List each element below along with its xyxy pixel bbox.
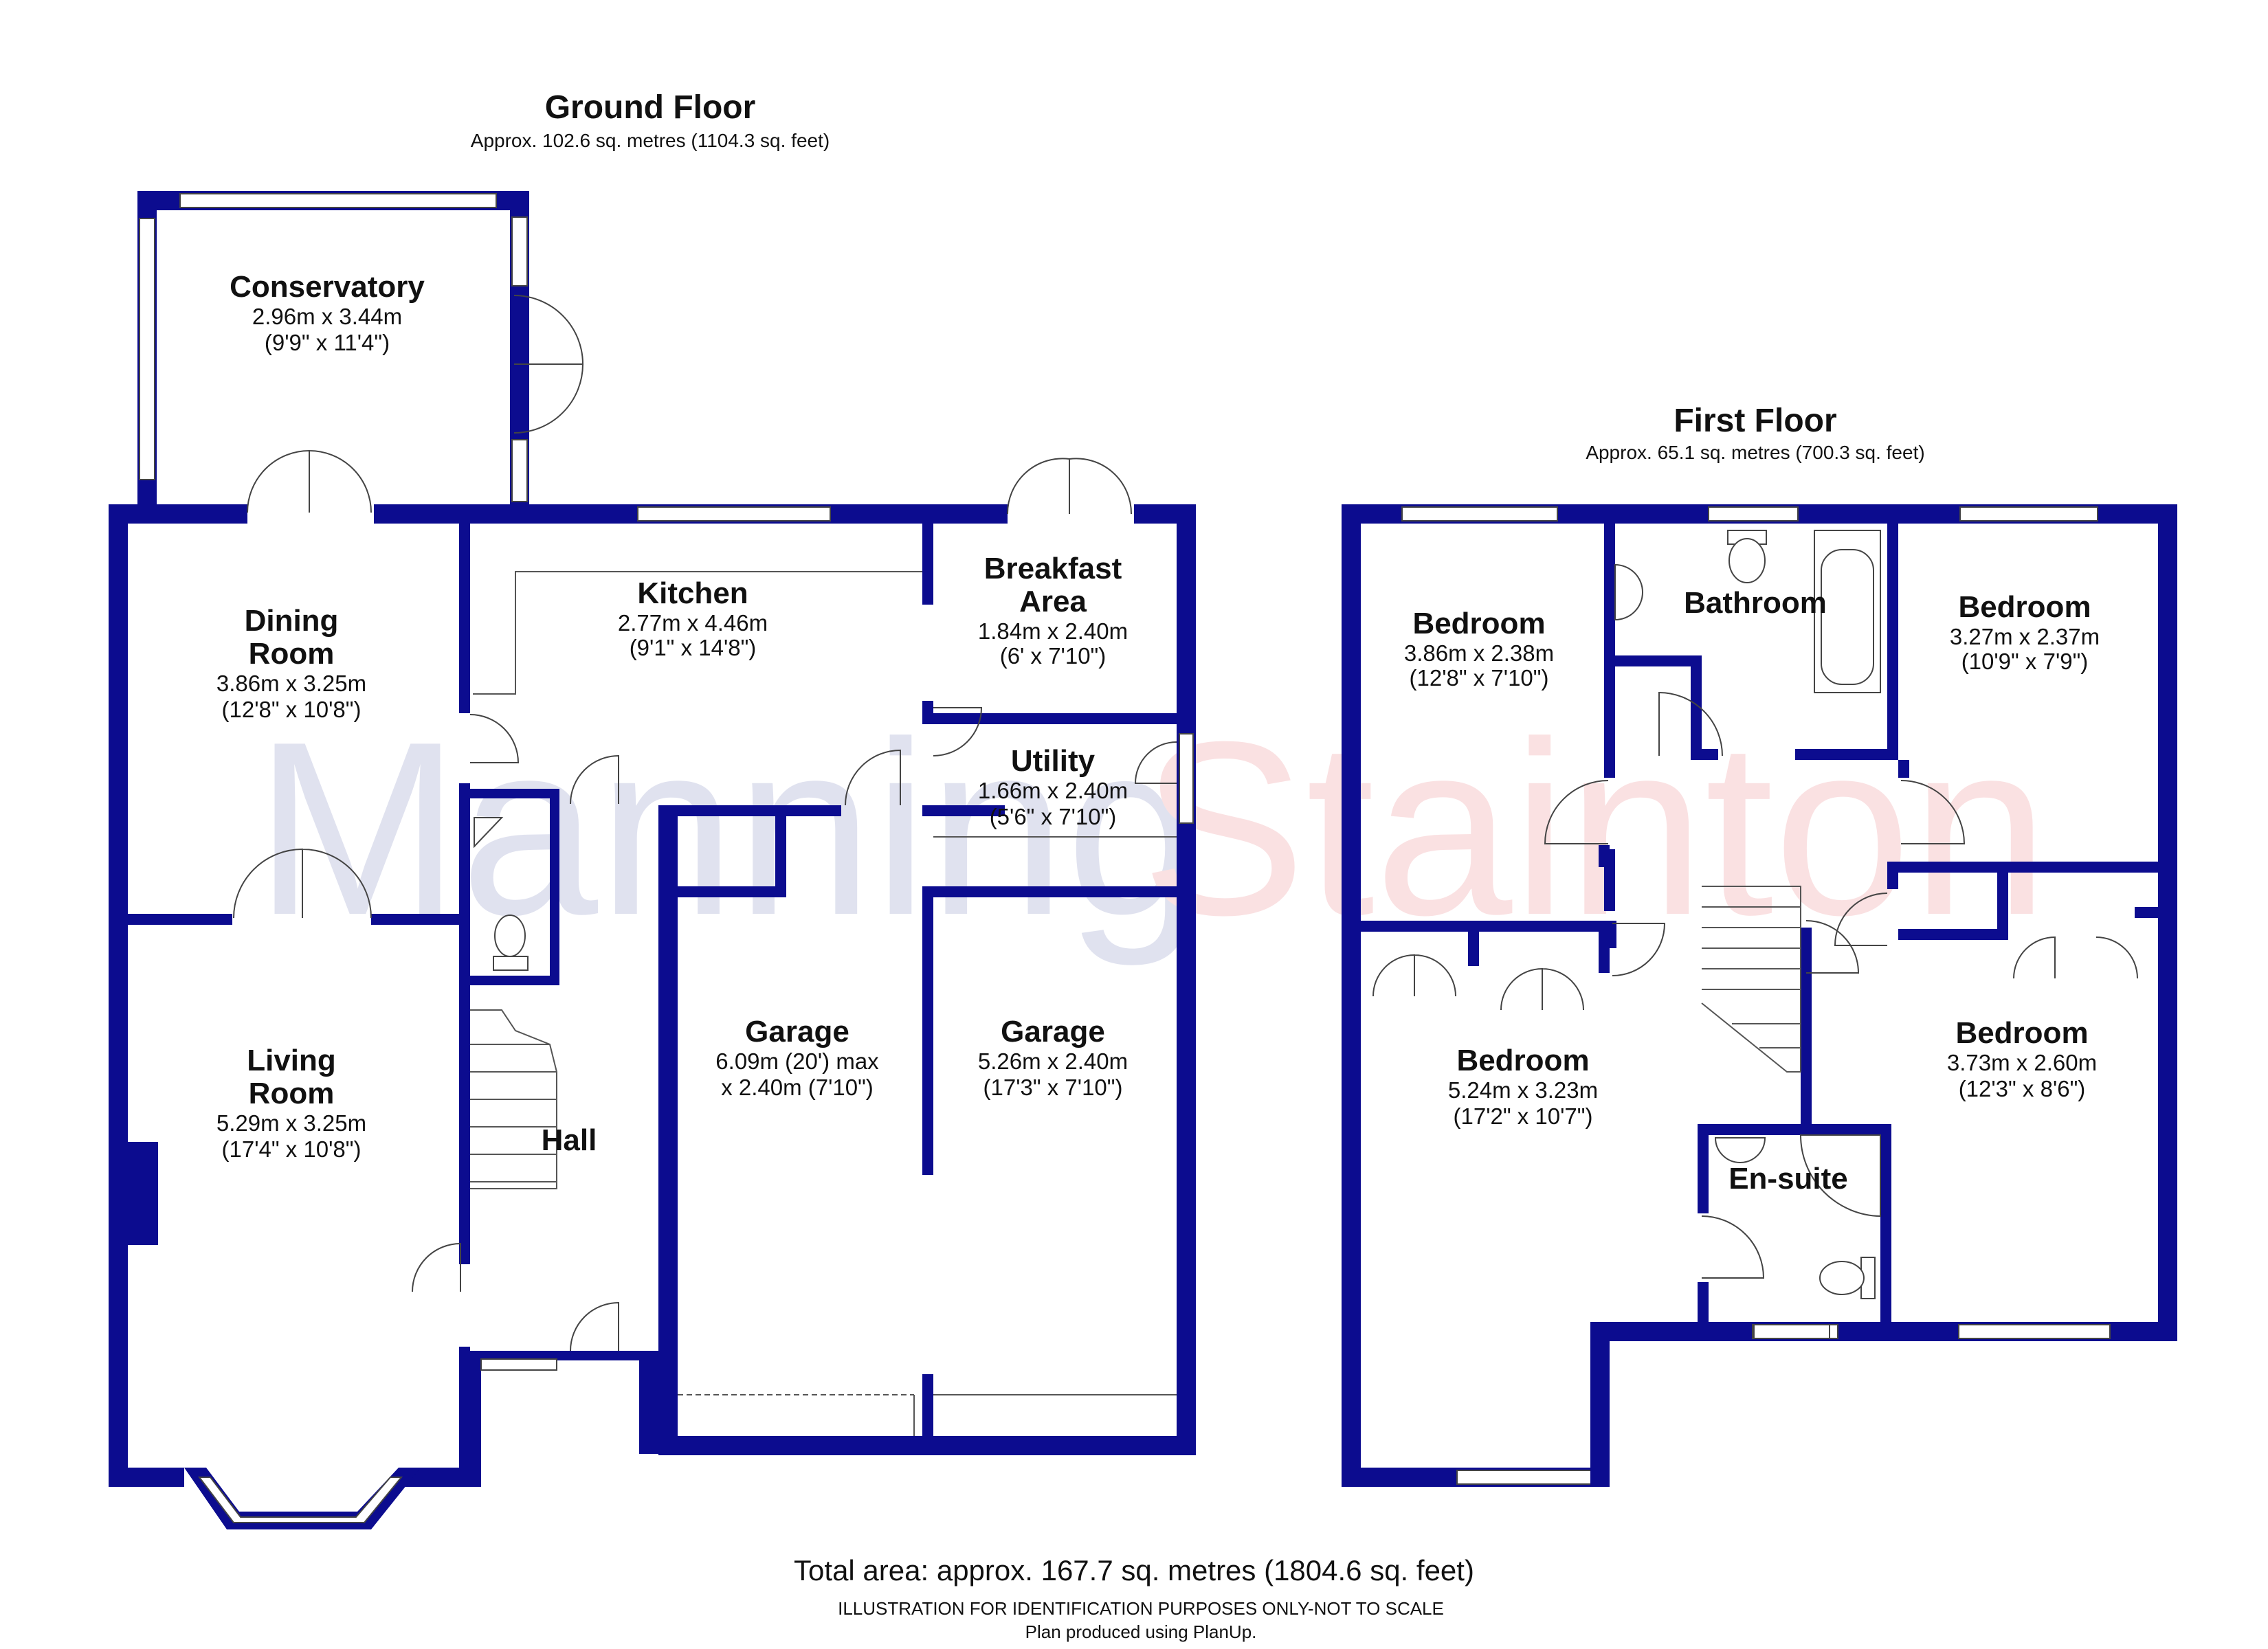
landing-door	[1805, 920, 1860, 974]
wardrobe-doors-2	[1500, 967, 1584, 1011]
garage-1-label: Garage 6.09m (20') max x 2.40m (7'10")	[715, 1015, 879, 1100]
bedroom-sw-door	[1612, 923, 1666, 976]
bathroom-name: Bathroom	[1684, 586, 1827, 620]
living-room-name-1: Living	[247, 1044, 336, 1077]
bedroom-nw-door	[1544, 780, 1609, 844]
first-floor-area: Approx. 65.1 sq. metres (700.3 sq. feet)	[1586, 442, 1924, 463]
bathroom-door	[1658, 691, 1723, 756]
bedroom-se-imperial: (12'3" x 8'6")	[1959, 1076, 2086, 1101]
dining-room-dim: 3.86m x 3.25m	[216, 671, 366, 696]
utility-dim: 1.66m x 2.40m	[978, 778, 1128, 803]
utility-side-door	[1134, 741, 1177, 784]
living-room-dim: 5.29m x 3.25m	[216, 1110, 366, 1136]
kitchen-imperial: (9'1" x 14'8")	[630, 635, 757, 660]
kitchen-label: Kitchen 2.77m x 4.46m (9'1" x 14'8")	[618, 576, 768, 660]
conservatory-label: Conservatory 2.96m x 3.44m (9'9" x 11'4"…	[230, 270, 425, 355]
dining-room-name-1: Dining	[245, 604, 339, 638]
ground-floor-title: Ground Floor	[545, 89, 756, 126]
hall-door	[570, 754, 619, 805]
conservatory-imperial: (9'9" x 11'4")	[265, 330, 390, 355]
bedroom-sw-dim: 5.24m x 3.23m	[1448, 1077, 1598, 1103]
breakfast-area-label: Breakfast Area 1.84m x 2.40m (6' x 7'10"…	[978, 552, 1128, 669]
bathroom-basin	[1614, 563, 1643, 621]
kitchen-dim: 2.77m x 4.46m	[618, 610, 768, 636]
conservatory-name: Conservatory	[230, 270, 425, 304]
living-french-doors	[233, 848, 372, 919]
utility-door	[933, 707, 983, 756]
first-floor-walls	[1342, 504, 2177, 1487]
bedroom-ne-door	[1900, 780, 1966, 844]
ensuite-toilet	[1819, 1261, 1865, 1295]
bathroom-toilet	[1728, 538, 1766, 583]
hall-staircase	[470, 1009, 557, 1189]
kitchen-name: Kitchen	[637, 576, 748, 610]
total-area: Total area: approx. 167.7 sq. metres (18…	[794, 1554, 1474, 1586]
wardrobe-doors-1	[1372, 954, 1456, 997]
breakfast-name-2: Area	[1019, 585, 1087, 618]
ground-floor-walls	[109, 191, 1196, 1529]
utility-name: Utility	[1011, 744, 1096, 778]
wc-basin	[474, 817, 504, 849]
disclaimer: ILLUSTRATION FOR IDENTIFICATION PURPOSES…	[838, 1598, 1444, 1619]
utility-imperial: (5'6" x 7'10")	[990, 804, 1117, 829]
breakfast-dim: 1.84m x 2.40m	[978, 618, 1128, 644]
bedroom-se-label: Bedroom 3.73m x 2.60m (12'3" x 8'6")	[1947, 1016, 2097, 1101]
landing-staircase	[1701, 886, 1801, 1073]
ensuite-door	[1701, 1215, 1765, 1279]
bedroom-se-dim: 3.73m x 2.60m	[1947, 1050, 2097, 1075]
breakfast-doors	[1006, 458, 1133, 515]
bedroom-ne-dim: 3.27m x 2.37m	[1950, 624, 2100, 649]
garage-1-dim: 6.09m (20') max	[715, 1048, 879, 1074]
garage-2-imperial: (17'3" x 7'10")	[983, 1075, 1123, 1100]
ensuite-shower	[1799, 1134, 1881, 1218]
bedroom-ne-name: Bedroom	[1958, 590, 2091, 624]
garage-door	[845, 749, 901, 806]
dining-room-imperial: (12'8" x 10'8")	[222, 697, 362, 722]
first-floor-title: First Floor	[1674, 403, 1836, 439]
conservatory-dim: 2.96m x 3.44m	[252, 304, 402, 329]
garage-1-name: Garage	[745, 1015, 849, 1048]
dining-room-label: Dining Room 3.86m x 3.25m (12'8" x 10'8"…	[216, 604, 366, 722]
breakfast-imperial: (6' x 7'10")	[1000, 643, 1107, 669]
ground-floor-fixtures	[233, 295, 1177, 1436]
bedroom-nw-label: Bedroom 3.86m x 2.38m (12'8" x 7'10")	[1404, 607, 1554, 691]
garage-2-name: Garage	[1001, 1015, 1105, 1048]
bedroom-sw-name: Bedroom	[1456, 1044, 1589, 1077]
garage-2-dim: 5.26m x 2.40m	[978, 1048, 1128, 1074]
utility-label: Utility 1.66m x 2.40m (5'6" x 7'10")	[978, 744, 1128, 829]
living-door	[412, 1242, 461, 1292]
hall-name: Hall	[542, 1123, 597, 1157]
bedroom-nw-dim: 3.86m x 2.38m	[1404, 640, 1554, 666]
bedroom-nw-imperial: (12'8" x 7'10")	[1410, 665, 1549, 691]
wc-toilet	[494, 915, 526, 957]
patio-doors	[247, 449, 372, 513]
ground-floor-area: Approx. 102.6 sq. metres (1104.3 sq. fee…	[471, 130, 830, 151]
living-room-label: Living Room 5.29m x 3.25m (17'4" x 10'8"…	[216, 1044, 366, 1162]
first-floor-fixtures	[1372, 530, 2138, 1299]
conservatory-doors	[513, 295, 584, 434]
ensuite-name: En-suite	[1728, 1162, 1848, 1196]
bedroom-se-door	[1834, 893, 1888, 946]
bedroom-sw-imperial: (17'2" x 10'7")	[1454, 1103, 1593, 1129]
bedroom-nw-name: Bedroom	[1412, 607, 1545, 640]
breakfast-name-1: Breakfast	[984, 552, 1122, 585]
front-door	[570, 1301, 619, 1351]
bedroom-ne-imperial: (10'9" x 7'9")	[1961, 649, 2089, 674]
bedroom-sw-label: Bedroom 5.24m x 3.23m (17'2" x 10'7")	[1448, 1044, 1598, 1129]
dining-door	[469, 714, 520, 763]
bedroom-ne-label: Bedroom 3.27m x 2.37m (10'9" x 7'9")	[1950, 590, 2100, 674]
living-room-imperial: (17'4" x 10'8")	[222, 1136, 362, 1162]
ensuite-basin	[1714, 1137, 1766, 1163]
plan-credit: Plan produced using PlanUp.	[1025, 1622, 1257, 1642]
garage-1-imperial: x 2.40m (7'10")	[721, 1075, 874, 1100]
wardrobe-doors-3	[2013, 936, 2138, 979]
garage-2-label: Garage 5.26m x 2.40m (17'3" x 7'10")	[978, 1015, 1128, 1100]
bedroom-se-name: Bedroom	[1955, 1016, 2088, 1050]
dining-room-name-2: Room	[249, 637, 335, 671]
living-room-name-2: Room	[249, 1077, 335, 1110]
